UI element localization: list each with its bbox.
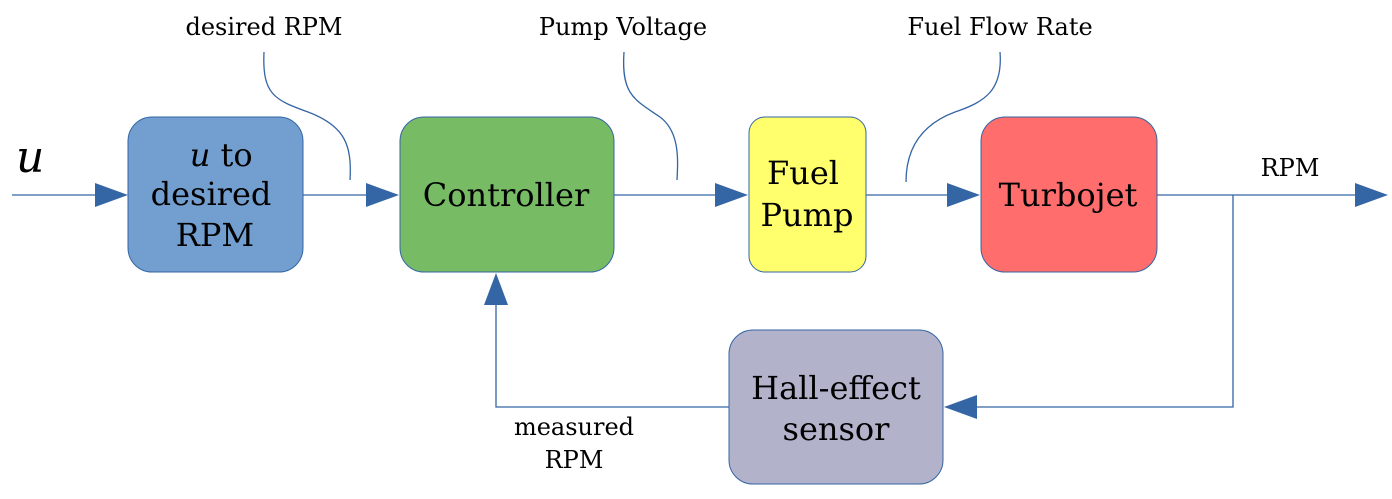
callout-fuel-flow <box>905 51 1001 183</box>
controller-box <box>399 116 615 273</box>
sensor-label-line1: Hall-effect <box>751 369 921 407</box>
sensor-label-line2: sensor <box>783 410 891 448</box>
measured-rpm-label-line1: measured <box>514 413 634 441</box>
converter-box <box>127 116 304 273</box>
converter-block: u to desired RPM <box>119 116 304 273</box>
pump-voltage-label: Pump Voltage <box>539 13 707 41</box>
fuel-pump-label-line1: Fuel <box>767 154 839 192</box>
arrow-desired-rpm <box>366 183 399 207</box>
converter-label-line1: u to <box>119 136 304 174</box>
callout-pump-voltage <box>622 51 679 181</box>
turbojet-label: Turbojet <box>999 176 1138 214</box>
converter-label-var: u <box>190 136 211 174</box>
arrow-output-rpm <box>1355 183 1388 207</box>
arrow-input <box>95 183 128 207</box>
fuel-flow-rate-label: Fuel Flow Rate <box>907 13 1092 41</box>
controller-block: Controller <box>399 116 615 273</box>
arrow-measured-rpm <box>484 273 508 305</box>
arrow-fuel-flow <box>947 183 980 207</box>
sensor-box <box>728 329 944 485</box>
callout-desired-rpm <box>263 51 351 181</box>
wire-feedback-branch <box>975 195 1234 408</box>
fuel-pump-block: Fuel Pump <box>748 116 867 273</box>
arrow-pump-voltage <box>715 183 748 207</box>
converter-label-line3: RPM <box>176 216 254 254</box>
sensor-block: Hall-effect sensor <box>728 329 944 485</box>
desired-rpm-label: desired RPM <box>185 13 342 41</box>
converter-label-line2: desired <box>151 175 272 213</box>
converter-label-to: to <box>210 136 252 174</box>
fuel-pump-box <box>748 116 867 273</box>
input-signal-label: u <box>16 132 44 183</box>
output-rpm-label: RPM <box>1261 154 1320 182</box>
wire-measured-rpm <box>495 300 729 408</box>
controller-label: Controller <box>423 176 590 214</box>
turbojet-block: Turbojet <box>980 116 1158 273</box>
arrow-feedback-sensor <box>944 395 977 419</box>
measured-rpm-label-line2: RPM <box>545 446 604 474</box>
fuel-pump-label-line2: Pump <box>761 196 854 234</box>
turbojet-box <box>980 116 1158 273</box>
